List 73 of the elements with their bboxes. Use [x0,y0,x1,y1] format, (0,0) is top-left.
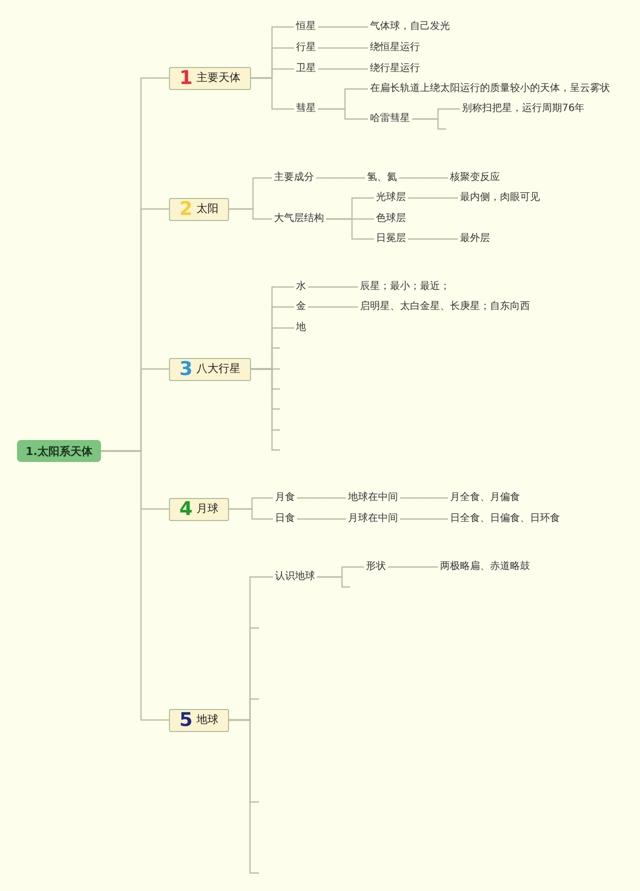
connector-line [251,368,280,451]
connector-line [318,108,368,120]
branch-label: 气体球，自己发光 [368,21,452,33]
branch-label: 行星 [294,42,318,54]
branch-label: 日全食、日偏食、日环食 [448,513,562,525]
branch-label: 形状 [364,561,388,573]
topic-label: 月球 [196,502,219,516]
topic-box [169,498,229,520]
branch-label: 恒星 [294,21,318,33]
topic-number: 2 [179,199,193,219]
connector-line [229,719,259,874]
connector-line [297,518,346,520]
connector-line [408,197,458,199]
connector-line [388,566,438,568]
connector-line [318,26,368,28]
connector-line [229,208,272,220]
connector-line [400,518,448,520]
topic-number: 5 [179,710,193,730]
branch-label: 氢、氦 [365,172,399,184]
topic-box [169,198,229,220]
branch-label: 地 [294,322,308,334]
connector-line [316,177,365,179]
topic-label: 太阳 [196,202,219,216]
branch-label: 金 [294,301,308,313]
branch-label: 大气层结构 [272,213,326,225]
connector-line [251,77,294,110]
branch-label: 月食 [273,492,297,504]
branch-label: 核聚变反应 [448,172,502,184]
connector-line [229,508,273,520]
topic-box [169,358,251,380]
branch-label: 主要成分 [272,172,316,184]
branch-label: 日食 [273,513,297,525]
topic-number: 1 [179,68,193,88]
branch-label: 绕行星运行 [368,63,422,75]
topic-box [169,708,229,732]
connector-line [308,286,358,288]
branch-label: 别称扫把星，运行周期76年 [460,103,587,115]
branch-label: 两极略扁、赤道略鼓 [438,561,532,573]
branch-label: 在扁长轨道上绕太阳运行的质量较小的天体，呈云雾状 [368,83,612,95]
branch-label: 卫星 [294,63,318,75]
topic-label: 八大行星 [196,362,241,376]
topic-box [169,66,251,90]
topic-label: 地球 [196,713,219,727]
branch-label: 光球层 [374,192,408,204]
connector-line [408,238,458,240]
branch-label: 最内侧，肉眼可见 [458,192,542,204]
branch-label: 绕恒星运行 [368,42,422,54]
branch-label: 月全食、月偏食 [448,492,522,504]
connector-line [297,497,346,499]
branch-label: 最外层 [458,233,492,245]
topic-number: 3 [179,359,193,379]
central-topic: 1.太阳系天体 [17,440,101,462]
connector-line [412,118,446,130]
branch-label: 月球在中间 [346,513,400,525]
connector-line [317,576,350,588]
topic-number: 4 [179,499,193,519]
connector-line [101,450,169,721]
branch-label: 水 [294,281,308,293]
connector-line [326,218,374,240]
branch-label: 认识地球 [273,571,317,583]
branch-label: 辰星；最小；最近； [358,281,452,293]
branch-label: 色球层 [374,213,408,225]
branch-label: 日冕层 [374,233,408,245]
branch-label: 地球在中间 [346,492,400,504]
connector-line [318,47,368,49]
connector-line [400,497,448,499]
branch-label: 哈雷彗星 [368,113,412,125]
branch-label: 彗星 [294,103,318,115]
topic-label: 主要天体 [196,71,241,85]
connector-line [318,68,368,70]
branch-label: 启明星、太白金星、长庚星；自东向西 [358,301,532,313]
connector-line [308,306,358,308]
connector-line [399,177,448,179]
